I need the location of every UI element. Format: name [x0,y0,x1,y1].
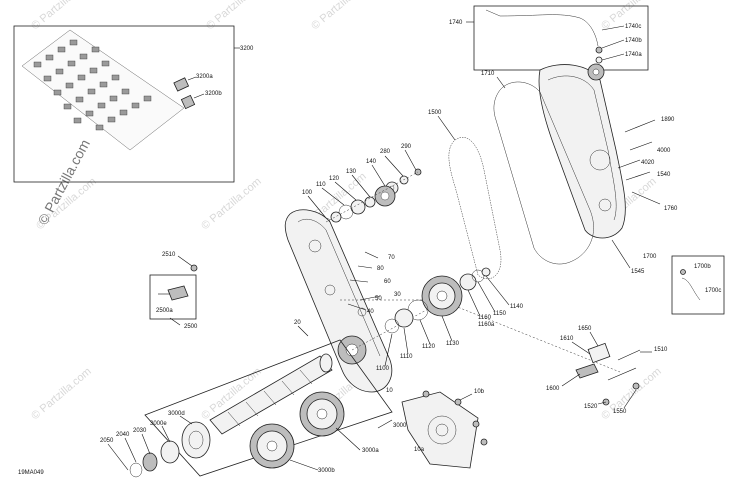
watermark: © Partzilla.com [599,365,663,422]
lower-sprocket-stack: 1100 1110 1120 1130 1140 1150 1160 1160a [376,267,524,372]
housing-fasteners: 70 80 60 50 30 40 20 10 [294,251,401,394]
label-4000: 4000 [657,148,671,154]
label-1150: 1150 [493,311,507,317]
group-1700b: 1700b 1700c [671,255,725,315]
label-10a: 10a [414,447,425,453]
watermark: © Partzilla.com [29,0,93,32]
label-1520: 1520 [584,404,598,410]
group-1740: 1740 1740c 1740b 1740a [449,5,649,71]
label-1130: 1130 [446,341,460,347]
label-3000e: 3000e [150,421,167,427]
label-1740a: 1740a [625,52,642,58]
label-110: 110 [316,182,326,188]
diagram-code: 19MA049 [18,470,44,476]
label-1760: 1760 [664,206,678,212]
label-100: 100 [302,190,313,196]
label-140: 140 [366,159,377,165]
label-120: 120 [329,176,340,182]
label-1700c: 1700c [705,288,721,294]
label-80: 80 [377,266,384,272]
label-2510: 2510 [162,252,176,258]
label-3000a: 3000a [362,448,379,454]
upper-sprocket-stack: 290 280 140 130 120 110 100 [302,144,422,227]
drive-shaft [209,353,333,435]
label-1610: 1610 [560,336,574,342]
chain-1500 [448,137,502,280]
label-1545: 1545 [631,269,645,275]
group-3000: 3000 3000a 3000b 3000d 3000e 2030 2040 2… [100,339,407,478]
watermark: © Partzilla.com [309,0,373,32]
label-1510: 1510 [654,347,668,353]
chaincase-housing [284,209,393,393]
label-1500: 1500 [428,110,442,116]
label-20: 20 [294,320,301,326]
label-1710: 1710 [481,71,495,77]
nut-3200b [180,93,205,110]
label-10: 10 [386,388,393,394]
label-130: 130 [346,169,357,175]
label-70: 70 [388,255,395,261]
label-3000b: 3000b [318,468,335,474]
label-30: 30 [394,292,401,298]
bearing-cover: 10b 10a [401,389,488,469]
label-1700: 1700 [643,254,657,260]
watermark: © Partzilla.com [29,365,93,422]
label-2050: 2050 [100,438,114,444]
stud-array [21,29,185,151]
label-1160: 1160 [478,315,492,321]
label-3200b: 3200b [205,91,222,97]
label-1160a: 1160a [478,322,495,328]
stud-3200a [173,76,197,92]
watermark: © Partzilla.com [199,175,263,232]
label-1540: 1540 [657,172,671,178]
chaincase-cover [538,63,626,239]
label-1110: 1110 [400,354,413,360]
group-3200: 3200 3200a 3200b [13,25,254,183]
label-290: 290 [401,144,412,150]
label-60: 60 [384,279,391,285]
gasket-1710 [493,81,594,265]
label-1600: 1600 [546,386,560,392]
label-40: 40 [367,309,374,315]
label-1550: 1550 [613,409,627,415]
label-280: 280 [380,149,391,155]
label-1890: 1890 [661,117,675,123]
label-1140: 1140 [510,304,524,310]
label-2500a: 2500a [156,308,173,314]
label-1120: 1120 [422,344,436,350]
label-1740c: 1740c [625,24,641,30]
label-2030: 2030 [133,428,147,434]
label-4020: 4020 [641,160,655,166]
label-3200: 3200 [240,46,254,52]
cover-screws: 1890 4000 4020 1540 1760 1700 1545 1710 [481,71,678,275]
label-1740: 1740 [449,20,463,26]
group-1600: 1650 1610 1510 1600 1520 1550 [546,326,668,415]
label-50: 50 [375,296,382,302]
label-3000d: 3000d [168,411,185,417]
label-2500: 2500 [184,324,198,330]
drive-sprocket-a [299,391,345,437]
label-2040: 2040 [116,432,130,438]
label-3000: 3000 [393,423,407,429]
label-1100: 1100 [376,366,390,372]
label-1650: 1650 [578,326,592,332]
label-10b: 10b [474,389,485,395]
label-3200a: 3200a [196,74,213,80]
label-1700b: 1700b [694,264,711,270]
label-1740b: 1740b [625,38,642,44]
group-2500: 2510 2500a 2500 [149,252,198,330]
watermark: © Partzilla.com [204,0,268,32]
drive-sprocket-b [249,423,295,469]
